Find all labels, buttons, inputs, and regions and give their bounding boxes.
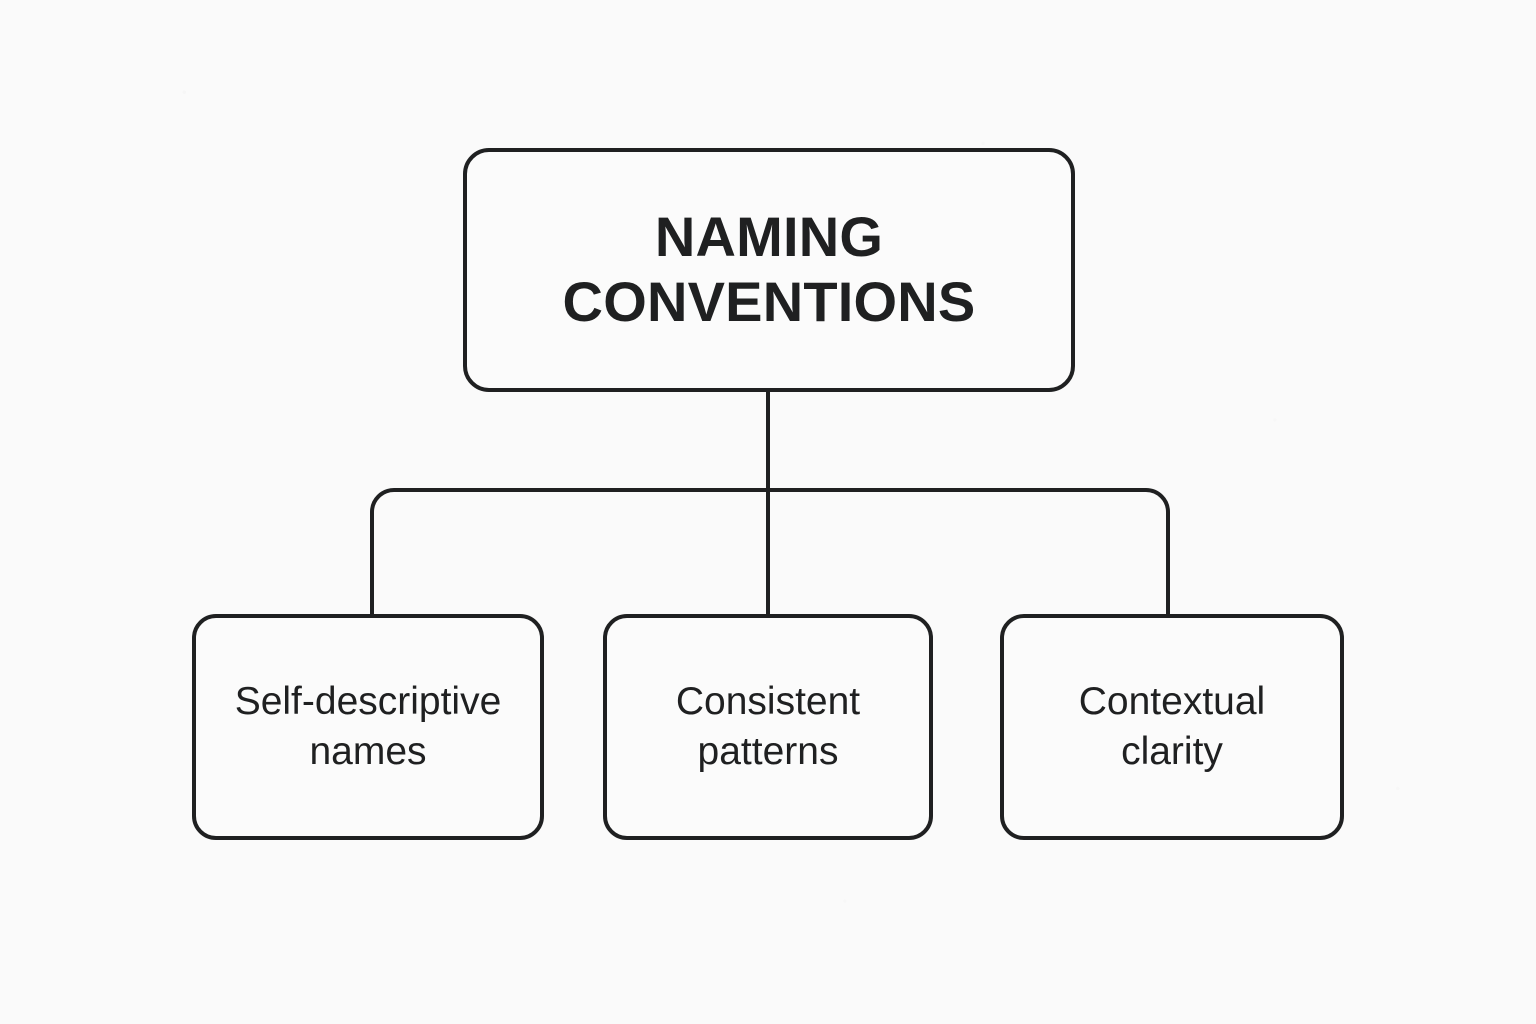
node-root-label: NAMING CONVENTIONS xyxy=(562,205,976,333)
node-root-naming-conventions[interactable]: NAMING CONVENTIONS xyxy=(463,148,1075,392)
node-self-descriptive-names-label: Self-descriptive names xyxy=(234,680,502,773)
node-contextual-clarity-label: Contextual clarity xyxy=(1078,680,1266,773)
connector-branch-right xyxy=(1145,488,1170,614)
node-contextual-clarity[interactable]: Contextual clarity xyxy=(1000,614,1344,840)
node-consistent-patterns[interactable]: Consistent patterns xyxy=(603,614,933,840)
node-consistent-patterns-label: Consistent patterns xyxy=(675,680,861,773)
node-self-descriptive-names[interactable]: Self-descriptive names xyxy=(192,614,544,840)
connector-branch-left xyxy=(370,488,395,614)
